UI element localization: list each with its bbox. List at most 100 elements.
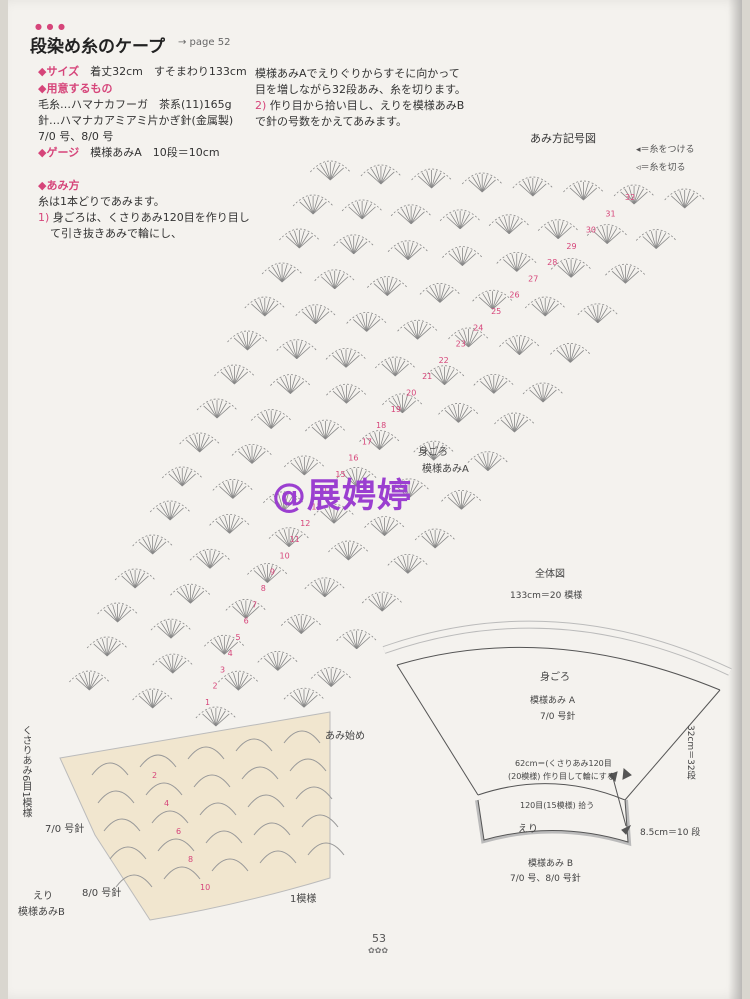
fan-motif [388,478,430,499]
fan-motif [390,204,432,225]
method-step2-line-b: で針の号数をかえてあみます。 [255,115,408,128]
fan-motif [225,599,267,619]
method-step2-line-a: 2) 作り目から拾い目し、えりを模様あみB [255,98,464,114]
collar-stitch [289,758,327,772]
hook-line: 針…ハマナカアミアミ片かぎ針(金属製) [38,114,234,127]
fan-motif [284,455,325,476]
collar-stitch [157,838,195,852]
method-step1-line-d: 目を増しながら32段あみ、糸を切ります。 [255,83,466,96]
row-number: 25 [491,307,501,316]
step1-text-a: 身ごろは、くさりあみ120目を作り目し [52,211,250,224]
fan-motif [247,563,288,583]
overview-diagram [382,620,732,847]
collar-row-number: 6 [176,827,181,836]
legend-cut: ◃＝糸を切る [636,160,686,173]
gauge-label-icon: ◆ [38,146,47,159]
row-number: 23 [456,340,466,349]
fan-motif [563,180,604,201]
row-number: 6 [244,617,249,626]
collar-stitch [109,846,147,860]
size-row: ◆サイズ 着丈32cm すそまわり133cm [38,64,247,80]
overview-body-pattern: 模様あみ A [530,696,576,706]
collar-pattern-label: 模様あみB [18,907,65,918]
fan-motif [325,347,367,368]
fan-motif [150,618,192,639]
start-label: あみ始め [325,731,365,742]
fan-motif [512,176,554,197]
fan-motif [132,534,173,555]
fan-motif [161,466,203,487]
size-label-icon: ◆ [38,65,47,78]
row-number: 3 [220,665,225,674]
overview-collar-hook: 7/0 号、8/0 号針 [510,874,581,884]
materials-row: ◆用意するもの [38,81,112,97]
collar-stitch [247,794,285,808]
fan-motif [374,356,416,377]
overview-chain-note-2: (20模様) 作り目して輪にする [508,772,615,781]
row-number: 13 [311,503,321,512]
materials-label-icon: ◆ [38,82,47,95]
collar-stitch [241,766,279,780]
overview-top-measure: 133cm＝20 模様 [510,591,583,601]
row-number: 2 [212,682,217,691]
row-number: 9 [270,568,275,577]
hook-8-label: 8/0 号針 [82,888,122,899]
yarn-line: 毛糸…ハマナカフーガ 茶系(11)165g [38,98,232,111]
collar-stitch [103,818,141,832]
page-ornament-icon: ✿✿✿ [368,946,389,955]
fan-motif [152,653,194,674]
fan-motif [69,670,110,691]
row-number: 7 [252,600,257,609]
row-number: 30 [586,226,596,235]
fan-motif [359,430,400,450]
hook-sizes-line: 7/0 号、8/0 号 [38,130,114,143]
row-number: 5 [236,633,241,642]
collar-block [59,711,345,921]
collar-area [59,711,331,921]
fan-motif [227,330,268,351]
row-number: 8 [261,584,266,593]
fan-motif [382,393,423,414]
fan-motif [326,383,367,404]
fan-motif [488,214,530,235]
row-number: 19 [391,405,401,414]
fan-motif [313,503,355,524]
size-value: 着丈32cm すそまわり133cm [90,65,247,78]
collar-stitch [253,822,291,836]
size-label: サイズ [46,65,80,78]
fan-motif [499,335,540,355]
row-number: 31 [605,209,615,218]
collar-stitch [211,858,249,872]
fan-motif [204,634,245,655]
fan-motif [244,296,286,317]
collar-stitch [307,842,345,856]
chart-fans [69,160,705,745]
collar-stitch [283,730,321,744]
row-number: 20 [406,388,416,397]
fan-motif [268,527,310,547]
fan-motif [270,374,311,394]
row-number: 26 [509,291,519,300]
row-number: 24 [473,323,483,332]
page-number: 53 [372,932,386,945]
title-accent-dots: ● ● ● [35,22,67,31]
fan-motif [413,440,455,461]
hook-7-label: 7/0 号針 [45,824,85,835]
row-number: 18 [376,421,386,430]
fan-motif [524,296,566,317]
page-title: 段染め糸のケープ [30,37,165,57]
fan-motif [586,224,628,244]
fan-motif [336,629,377,650]
method-heading: ◆あみ方 [38,178,79,194]
row-number: 14 [323,486,333,495]
fan-motif [149,500,191,521]
fan-motif [419,283,461,303]
overview-title: 全体図 [535,569,565,580]
fan-motif [295,304,337,325]
chart-body-pattern: 模様あみA [422,464,469,475]
overview-collar-pattern: 模様あみ B [528,859,574,869]
overview-body-hook: 7/0 号針 [540,712,576,722]
fan-motif [279,228,320,249]
collar-stitch [199,802,237,816]
